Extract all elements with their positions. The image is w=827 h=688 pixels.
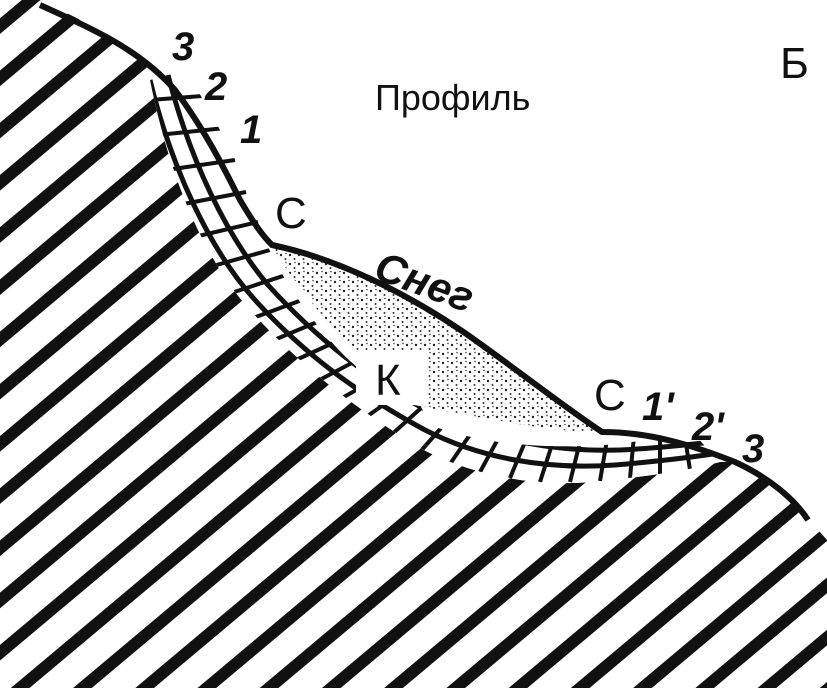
- right-level-1: 1': [642, 385, 675, 429]
- left-level-3: 3: [172, 25, 194, 69]
- corner-letter: Б: [780, 39, 809, 88]
- surface-line: [38, 2, 811, 522]
- c-label-right: С: [594, 371, 626, 420]
- k-label: К: [375, 356, 401, 405]
- title-label: Профиль: [375, 77, 530, 118]
- left-level-1: 1: [240, 108, 262, 152]
- right-level-3: 3: [742, 427, 764, 471]
- snow-deposit: [270, 245, 600, 432]
- right-level-2: 2': [691, 405, 725, 449]
- cirque-floor-gap: [356, 350, 426, 405]
- c-label-left: С: [275, 189, 307, 238]
- left-level-2: 2: [204, 65, 227, 109]
